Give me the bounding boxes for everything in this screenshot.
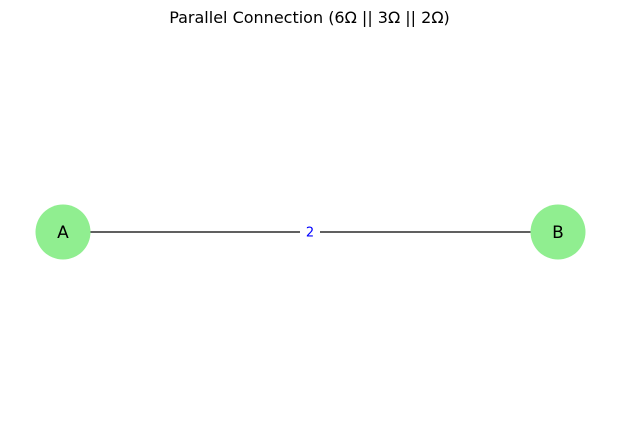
edge-label-background <box>300 222 320 242</box>
node-b <box>530 204 586 260</box>
node-a-label: A <box>57 223 69 243</box>
edge-label-a-b: 2 <box>306 226 314 241</box>
diagram-title: Parallel Connection (6Ω || 3Ω || 2Ω) <box>169 8 450 27</box>
node-a <box>35 204 91 260</box>
node-b-label: B <box>552 223 564 243</box>
